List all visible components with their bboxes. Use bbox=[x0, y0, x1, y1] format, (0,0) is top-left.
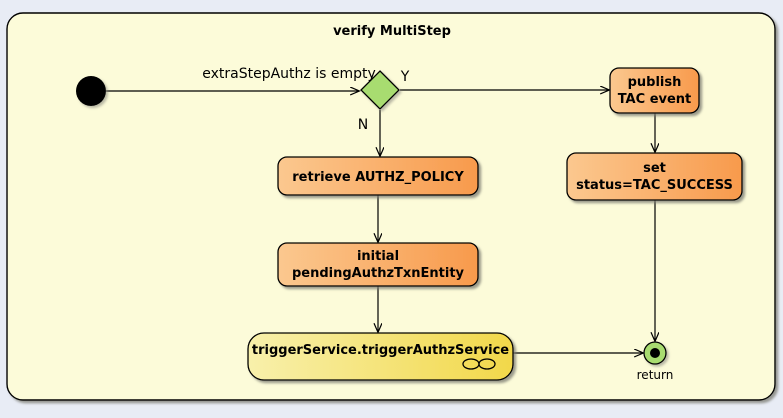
final-node[interactable]: return bbox=[637, 341, 674, 382]
initial-node[interactable] bbox=[76, 76, 106, 106]
action-node-publish-tac-event-line2: TAC event bbox=[618, 92, 692, 107]
action-node-publish-tac-event-box[interactable] bbox=[609, 67, 700, 114]
action-node-set-status-line1: set bbox=[643, 161, 666, 176]
link-icon bbox=[462, 358, 496, 370]
action-node-initial-pending-authz-txn-entity-line2: pendingAuthzTxnEntity bbox=[292, 266, 465, 281]
activity-frame-title: verify MultiStep bbox=[333, 24, 451, 39]
final-node-inner-dot bbox=[650, 348, 660, 358]
activity-frame-box bbox=[6, 12, 776, 401]
action-node-initial-pending-authz-txn-entity[interactable]: initial pendingAuthzTxnEntity bbox=[277, 242, 479, 287]
call-activity-node-trigger-service[interactable]: triggerService.triggerAuthzService bbox=[247, 332, 514, 381]
action-node-set-status[interactable]: set status=TAC_SUCCESS bbox=[566, 152, 743, 201]
action-node-retrieve-authz-policy-box[interactable] bbox=[277, 156, 479, 196]
action-node-initial-pending-authz-txn-entity-box[interactable] bbox=[277, 242, 479, 287]
action-node-retrieve-authz-policy-label: retrieve AUTHZ_POLICY bbox=[292, 170, 464, 185]
activity-frame: verify MultiStep bbox=[6, 12, 776, 401]
final-node-label: return bbox=[637, 368, 674, 382]
action-node-set-status-box[interactable] bbox=[566, 152, 743, 201]
edge-label-yes: Y bbox=[400, 69, 410, 85]
initial-node-circle[interactable] bbox=[76, 76, 106, 106]
edge-label-extrastepauthz-is-empty: extraStepAuthz is empty bbox=[202, 66, 376, 82]
action-node-retrieve-authz-policy[interactable]: retrieve AUTHZ_POLICY bbox=[277, 156, 479, 196]
decision-node-diamond[interactable] bbox=[360, 70, 400, 110]
action-node-publish-tac-event[interactable]: publish TAC event bbox=[609, 67, 700, 114]
call-activity-node-trigger-service-label: triggerService.triggerAuthzService bbox=[252, 343, 509, 358]
edge-layer bbox=[106, 90, 655, 353]
action-node-initial-pending-authz-txn-entity-line1: initial bbox=[357, 249, 399, 264]
edge-label-layer: extraStepAuthz is empty Y N bbox=[202, 66, 409, 133]
action-node-set-status-line2: status=TAC_SUCCESS bbox=[576, 178, 733, 193]
decision-node[interactable] bbox=[360, 70, 400, 110]
call-activity-node-trigger-service-box[interactable] bbox=[247, 332, 514, 381]
action-node-publish-tac-event-line1: publish bbox=[628, 75, 682, 90]
edge-label-no: N bbox=[358, 117, 368, 133]
